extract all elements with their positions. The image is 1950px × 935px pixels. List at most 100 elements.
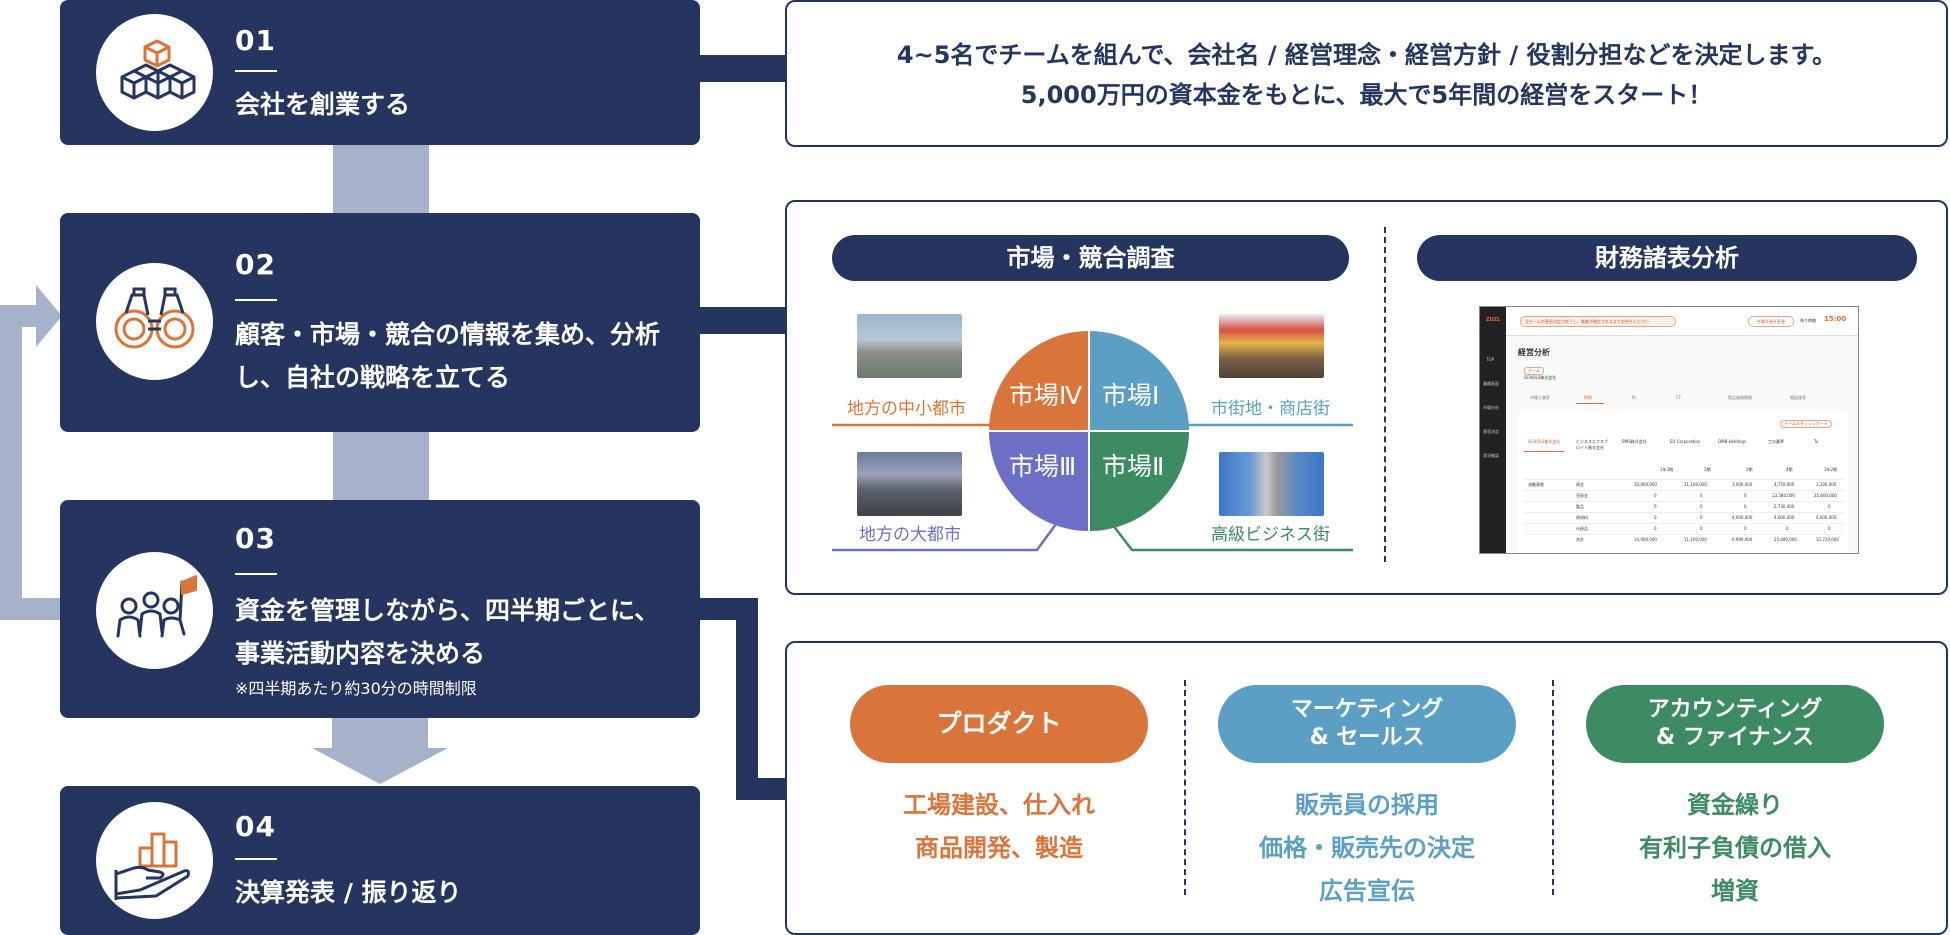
intro-box: 4~5名でチームを組んで、会社名 / 経営理念・経営方針 / 役割分担などを決定… bbox=[785, 0, 1948, 147]
cell: 0 bbox=[1828, 504, 1831, 509]
cell: 0 bbox=[1744, 493, 1747, 498]
row-group: 流動資産 bbox=[1528, 482, 1544, 488]
cell: 0 bbox=[1654, 526, 1657, 531]
screenshot-table-header: 1年3期 2期 3期 4期 1年2期 bbox=[1524, 467, 1844, 475]
research-box: 市場・競合調査 財務諸表分析 市場Ⅳ 市場Ⅰ 市場Ⅲ 市場Ⅱ 地方の中小都市 市… bbox=[785, 200, 1948, 595]
intro-line-1: 4~5名でチームを組んで、会社名 / 経営理念・経営方針 / 役割分担などを決定… bbox=[787, 34, 1946, 77]
screenshot-company: OMB Holdings bbox=[1718, 439, 1746, 444]
screenshot-table-row: 流動資産 現金 10,000,000 11,100,000 3,000,000 … bbox=[1524, 479, 1844, 490]
col-header: 1年3期 bbox=[1660, 467, 1673, 473]
col-header: 4期 bbox=[1786, 467, 1793, 473]
cell: 0 bbox=[1654, 504, 1657, 509]
col-header: 2期 bbox=[1704, 467, 1711, 473]
flow-connector-2-3 bbox=[333, 432, 429, 500]
step-number: 04 bbox=[235, 810, 276, 843]
step-title: 顧客・市場・競合の情報を集め、分析し、自社の戦略を立てる bbox=[235, 313, 675, 399]
finance-item: 有利子負債の借入 bbox=[1575, 828, 1895, 863]
screenshot-company: BMS株式会社 bbox=[1622, 439, 1647, 445]
cell: 25,600,000 bbox=[1814, 493, 1837, 498]
cell: 3,000,000 bbox=[1732, 482, 1752, 487]
screenshot-nav-status: 状況確認 bbox=[1483, 453, 1499, 459]
cell: 0 bbox=[1786, 526, 1789, 531]
marketing-item: 広告宣伝 bbox=[1207, 871, 1527, 906]
screenshot-tab: 市場と業界 bbox=[1530, 395, 1550, 401]
cell: 0 bbox=[1700, 526, 1703, 531]
step-title: 決算発表 / 振り返り bbox=[235, 871, 675, 914]
screenshot-team-chip: チーム bbox=[1524, 367, 1544, 375]
cell: 0 bbox=[1828, 526, 1831, 531]
loop-arrow-head bbox=[0, 285, 62, 349]
step-divider bbox=[235, 70, 277, 72]
activities-divider-1 bbox=[1184, 680, 1186, 895]
marketing-sales-pill: マーケティング & セールス bbox=[1218, 685, 1516, 763]
step-number: 01 bbox=[235, 24, 276, 57]
cell: 3,100,000 bbox=[1816, 482, 1836, 487]
flow-connector-1-2 bbox=[333, 145, 429, 213]
market-iii-label: 市場Ⅲ bbox=[1009, 447, 1076, 483]
step-divider bbox=[235, 858, 277, 860]
business-district-label: 高級ビジネス街 bbox=[1211, 520, 1330, 545]
screenshot-table-row: 原材料 0 0 4,000,000 4,000,000 4,000,000 bbox=[1524, 512, 1844, 523]
screenshot-table-row: 仕掛品 0 0 0 0 0 bbox=[1524, 523, 1844, 534]
marketing-item: 販売員の採用 bbox=[1207, 785, 1527, 820]
cell: 0 bbox=[1700, 493, 1703, 498]
screenshot-table-row: 製品 0 0 0 2,730,000 0 bbox=[1524, 501, 1844, 512]
cell: 10,000,000 bbox=[1634, 482, 1657, 487]
col-header: 1年2期 bbox=[1824, 467, 1837, 473]
cell: 0 bbox=[1744, 504, 1747, 509]
accounting-finance-pill: アカウンティング & ファイナンス bbox=[1586, 685, 1884, 763]
screenshot-banner: 全チームの意思決定が終了し、業績が確定されるまでお待ちください bbox=[1520, 316, 1676, 327]
screenshot-table-row: 売掛金 0 0 0 13,580,000 25,600,000 bbox=[1524, 490, 1844, 501]
cell: 14,000,000 bbox=[1634, 537, 1657, 542]
product-item: 商品開発、製造 bbox=[839, 828, 1159, 863]
pill-label: マーケティング bbox=[1291, 696, 1443, 724]
large-city-photo bbox=[857, 452, 962, 516]
pill-label: プロダクト bbox=[936, 710, 1061, 738]
screenshot-title: 経営分析 bbox=[1518, 347, 1550, 358]
row-label: 売掛金 bbox=[1576, 493, 1588, 499]
marketing-item: 価格・販売先の決定 bbox=[1207, 828, 1527, 863]
screenshot-timer-label: 残り時間 bbox=[1800, 318, 1816, 324]
market-i-label: 市場Ⅰ bbox=[1102, 376, 1159, 412]
screenshot-brand: ZUZL bbox=[1486, 317, 1501, 323]
step-number: 03 bbox=[235, 522, 276, 555]
row-label: 製品 bbox=[1576, 504, 1584, 510]
shopping-street-label: 市街地・商店街 bbox=[1211, 394, 1330, 419]
step-number: 02 bbox=[235, 248, 276, 281]
activities-divider-2 bbox=[1552, 680, 1554, 895]
intro-line-2: 5,000万円の資本金をもとに、最大で5年間の経営をスタート！ bbox=[787, 74, 1946, 117]
row-label: 原材料 bbox=[1576, 515, 1588, 521]
small-city-photo bbox=[857, 314, 962, 378]
cell: 0 bbox=[1700, 504, 1703, 509]
cell: 9,990,000 bbox=[1732, 537, 1752, 542]
screenshot-company: SCHOLS株式会社 bbox=[1528, 439, 1560, 445]
step-04: 04 決算発表 / 振り返り bbox=[60, 786, 700, 935]
step-note: ※四半期あたり約30分の時間制限 bbox=[235, 675, 477, 699]
link-03-vertical bbox=[736, 598, 758, 800]
step-01: 01 会社を創業する bbox=[60, 0, 700, 145]
screenshot-company: SCHOLS株式会社 bbox=[1524, 375, 1556, 381]
large-city-label: 地方の大都市 bbox=[859, 520, 961, 545]
screenshot-change-button: 作業計画を変更 bbox=[1748, 316, 1794, 327]
pill-label-2: & セールス bbox=[1310, 724, 1425, 752]
screenshot-nav-market: 市場分析 bbox=[1483, 405, 1499, 411]
finance-item: 増資 bbox=[1575, 871, 1895, 906]
screenshot-tab: 製品価格情報 bbox=[1728, 395, 1752, 401]
screenshot-company: ビジネスエクスプロイト株式会社 bbox=[1576, 439, 1610, 451]
step-divider bbox=[235, 299, 277, 301]
cell: 13,580,000 bbox=[1772, 493, 1795, 498]
cell: 0 bbox=[1654, 493, 1657, 498]
cell: 32,720,000 bbox=[1816, 537, 1839, 542]
screenshot-tab: 損益諸表 bbox=[1790, 395, 1806, 401]
cell: 2,730,000 bbox=[1774, 504, 1794, 509]
cell: 4,770,000 bbox=[1774, 482, 1794, 487]
screenshot-timer: 15:00 bbox=[1824, 315, 1846, 323]
flow-arrow-3-4 bbox=[312, 718, 448, 786]
step-title: 資金を管理しながら、四半期ごとに、事業活動内容を決める bbox=[235, 589, 665, 675]
cubes-icon bbox=[96, 14, 213, 131]
cell: 0 bbox=[1700, 515, 1703, 520]
shopping-street-photo bbox=[1219, 314, 1324, 378]
cell: 11,100,000 bbox=[1684, 537, 1707, 542]
cell: 11,100,000 bbox=[1684, 482, 1707, 487]
product-pill: プロダクト bbox=[850, 685, 1148, 763]
